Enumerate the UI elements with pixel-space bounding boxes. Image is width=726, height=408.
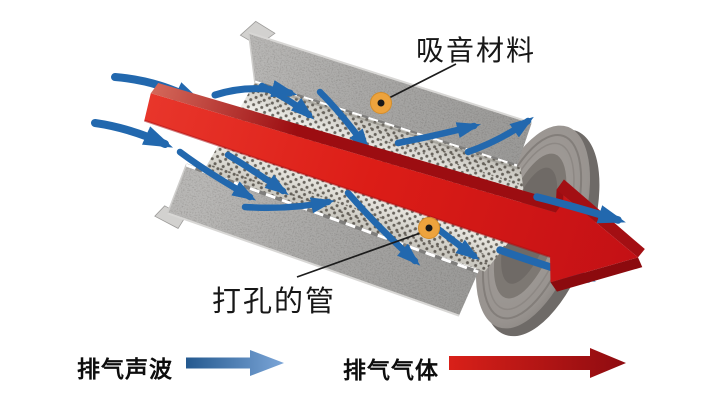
absorber-label: 吸音材料 <box>416 34 537 67</box>
sound-wave-arrow <box>258 82 315 120</box>
sound-wave-arrow <box>344 189 421 266</box>
perforated-pipe-label: 打孔的管 <box>212 284 337 318</box>
sound-wave-arrows-exit <box>533 193 626 224</box>
legend-sound-wave-label: 排气声波 <box>77 357 173 383</box>
absorber-leader-line <box>384 63 457 101</box>
sound-wave-arrow <box>434 225 480 261</box>
legend-exhaust-gas-label: 排气气体 <box>343 358 439 384</box>
sound-wave-arrow <box>211 80 298 99</box>
sound-wave-arrow <box>316 88 371 153</box>
sound-wave-arrows <box>91 73 596 283</box>
sound-wave-arrow <box>241 197 336 214</box>
legend-sound-wave-arrow <box>186 350 284 376</box>
absorber-callout <box>370 63 457 114</box>
pipe-leader-line <box>296 230 427 278</box>
legend-exhaust-gas-arrow <box>449 348 626 378</box>
sound-wave-arrow <box>91 119 174 148</box>
pipe-callout <box>296 217 440 278</box>
sound-wave-arrow <box>533 193 626 224</box>
sound-wave-arrow <box>464 116 534 156</box>
sound-wave-arrow <box>394 122 481 147</box>
sound-wave-arrow <box>224 151 289 196</box>
sound-wave-arrow <box>176 148 257 201</box>
